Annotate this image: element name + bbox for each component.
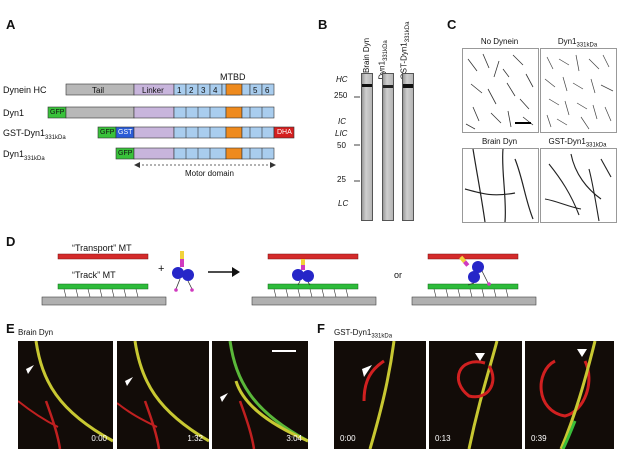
marker-lc: LC [338, 199, 349, 208]
lane-label-gst-dyn1-331: GST-Dyn1331kDa [399, 21, 411, 80]
tile-title-gst-dyn1-331: GST-Dyn1331kDa [548, 137, 607, 149]
domain-bars [47, 83, 295, 168]
timestamp: 3:04 [286, 434, 302, 443]
row-label-dyn1-331: Dyn1331kDa [3, 149, 45, 162]
or-label: or [394, 270, 403, 280]
marker-ticks [354, 96, 360, 182]
timestamp: 0:39 [531, 434, 547, 443]
dynein-hc-bar [65, 83, 275, 96]
tail-label: Tail [92, 86, 105, 95]
timestamp: 0:13 [435, 434, 451, 443]
frame-f-3: 0:39 [525, 341, 614, 449]
micrograph-gst-dyn1-331 [540, 148, 617, 223]
marker-hc: HC [336, 75, 348, 84]
aaa-3: 3 [201, 86, 206, 95]
gel-lane-brain-dyn [361, 73, 373, 221]
marker-ic: IC [338, 117, 346, 126]
micrograph-dyn1-331 [540, 48, 617, 133]
gfp-label-1: GFP [50, 109, 65, 116]
gfp-label-3: GFP [118, 150, 133, 157]
panel-f-title: GST-Dyn1331kDa [334, 328, 393, 340]
gst-dyn1-bar [97, 126, 295, 139]
motor-domain-label: Motor domain [185, 169, 234, 178]
frame-f-1: 0:00 [334, 341, 426, 449]
schematic-drawing [41, 251, 537, 306]
timestamp: 1:32 [187, 434, 203, 443]
row-label-gst-dyn1: GST-Dyn1331kDa [3, 128, 66, 141]
micrograph-no-dynein [462, 48, 539, 133]
panel-label-d: D [6, 234, 16, 249]
aaa-5: 5 [253, 86, 258, 95]
tile-title-no-dynein: No Dynein [480, 37, 519, 46]
marker-25: 25 [337, 175, 346, 184]
frame-e-1: 0:00 [18, 341, 113, 449]
aaa-2: 2 [189, 86, 194, 95]
marker-lic: LIC [335, 129, 348, 138]
row-label-dyn1: Dyn1 [3, 108, 25, 118]
tile-title-dyn1-331: Dyn1331kDa [557, 37, 598, 49]
lane-label-brain-dyn: Brain Dyn [362, 37, 371, 73]
panel-label-b: B [318, 17, 328, 32]
tag-label: DHA [277, 129, 292, 136]
panel-label-a: A [6, 17, 16, 32]
band [383, 85, 393, 88]
timestamp: 0:00 [340, 434, 356, 443]
transport-mt-label: “Transport” MT [72, 243, 132, 253]
marker-250: 250 [334, 91, 348, 100]
mtbd-label: MTBD [220, 72, 246, 82]
row-label-dynein-hc: Dynein HC [3, 85, 47, 95]
dyn1-331-bar [115, 147, 275, 160]
frame-f-2: 0:13 [429, 341, 522, 449]
dyn1-bar [47, 106, 275, 119]
panel-label-c: C [447, 17, 457, 32]
frame-e-3: 3:04 [212, 341, 308, 449]
gel-lane-gst-dyn1-331 [402, 73, 414, 221]
tile-title-brain-dyn: Brain Dyn [481, 137, 518, 146]
marker-50: 50 [337, 141, 346, 150]
panel-label-e: E [6, 321, 15, 336]
aaa-4: 4 [213, 86, 218, 95]
linker-label: Linker [142, 86, 164, 95]
micrograph-brain-dyn [462, 148, 539, 223]
panel-label-f: F [317, 321, 325, 336]
gfp-label-2: GFP [100, 129, 115, 136]
gel-lane-dyn1-331 [382, 73, 394, 221]
panel-e-title: Brain Dyn [18, 328, 54, 337]
gst-label: GST [118, 129, 133, 136]
aaa-1: 1 [177, 86, 182, 95]
plus-sign: + [158, 263, 165, 275]
frame-e-2: 1:32 [117, 341, 209, 449]
aaa-6: 6 [265, 86, 270, 95]
band [403, 84, 413, 88]
timestamp: 0:00 [91, 434, 107, 443]
track-mt-label: “Track” MT [72, 270, 116, 280]
band [362, 84, 372, 87]
